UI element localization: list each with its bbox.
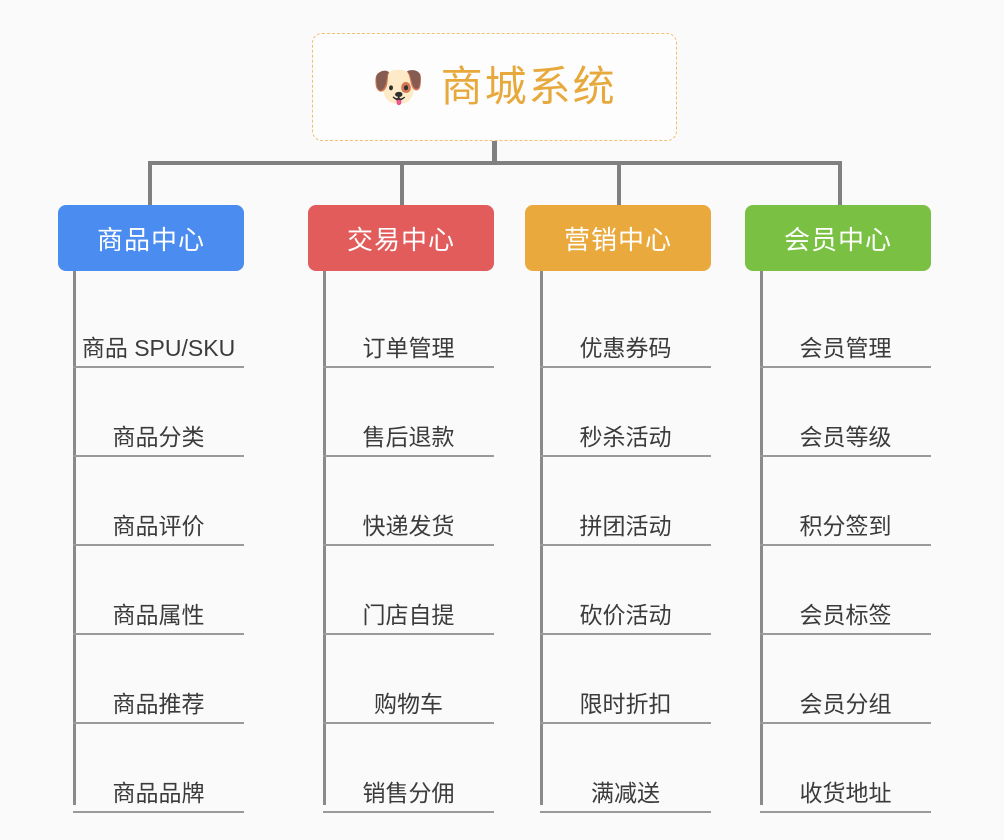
branch-column-member-center: 会员中心 会员管理 会员等级 积分签到 会员标签 会员分组 收货地址 <box>745 205 931 813</box>
leaf-label: 销售分佣 <box>362 779 455 806</box>
branch-header-label: 商品中心 <box>96 224 205 255</box>
leaf-label: 商品分类 <box>112 423 205 450</box>
branch-item-list: 商品 SPU/SKU 商品分类 商品评价 商品属性 商品推荐 商品品牌 <box>73 271 244 813</box>
leaf-label: 商品属性 <box>112 601 205 628</box>
leaf-label: 拼团活动 <box>579 512 672 539</box>
branch-item-list: 订单管理 售后退款 快递发货 门店自提 购物车 销售分佣 <box>323 271 494 813</box>
leaf-label: 会员管理 <box>799 334 892 361</box>
root-node[interactable]: 🐶 商城系统 <box>312 33 677 141</box>
leaf-item[interactable]: 会员标签 <box>760 546 931 635</box>
leaf-item[interactable]: 商品属性 <box>73 546 244 635</box>
connector-drop-branch-1 <box>400 161 404 207</box>
leaf-label: 积分签到 <box>799 512 892 539</box>
leaf-label: 售后退款 <box>362 423 455 450</box>
branch-header-label: 会员中心 <box>783 224 892 255</box>
leaf-label: 购物车 <box>374 690 443 717</box>
branch-header-member-center[interactable]: 会员中心 <box>745 205 931 271</box>
branch-header-label: 营销中心 <box>563 224 672 255</box>
leaf-item[interactable]: 购物车 <box>323 635 494 724</box>
connector-drop-branch-0 <box>148 161 152 207</box>
connector-drop-branch-2 <box>617 161 621 207</box>
leaf-label: 满减送 <box>591 779 660 806</box>
leaf-item[interactable]: 拼团活动 <box>540 457 711 546</box>
leaf-item[interactable]: 商品推荐 <box>73 635 244 724</box>
leaf-label: 商品推荐 <box>112 690 205 717</box>
leaf-item[interactable]: 满减送 <box>540 724 711 813</box>
leaf-item[interactable]: 商品分类 <box>73 368 244 457</box>
branch-header-trade-center[interactable]: 交易中心 <box>308 205 494 271</box>
leaf-item[interactable]: 订单管理 <box>323 279 494 368</box>
branch-column-product-center: 商品中心 商品 SPU/SKU 商品分类 商品评价 商品属性 商品推荐 商品品牌 <box>58 205 244 813</box>
branch-column-marketing-center: 营销中心 优惠券码 秒杀活动 拼团活动 砍价活动 限时折扣 满减送 <box>525 205 711 813</box>
branch-column-trade-center: 交易中心 订单管理 售后退款 快递发货 门店自提 购物车 销售分佣 <box>308 205 494 813</box>
leaf-label: 商品品牌 <box>112 779 205 806</box>
dog-face-icon: 🐶 <box>372 63 425 110</box>
leaf-item[interactable]: 售后退款 <box>323 368 494 457</box>
leaf-label: 会员标签 <box>799 601 892 628</box>
leaf-label: 秒杀活动 <box>579 423 672 450</box>
leaf-item[interactable]: 会员分组 <box>760 635 931 724</box>
leaf-item[interactable]: 商品评价 <box>73 457 244 546</box>
leaf-label: 商品 SPU/SKU <box>81 334 236 361</box>
leaf-item[interactable]: 商品 SPU/SKU <box>73 279 244 368</box>
connector-drop-branch-3 <box>838 161 842 207</box>
leaf-label: 订单管理 <box>362 334 455 361</box>
branch-rail <box>73 271 76 805</box>
leaf-label: 收货地址 <box>799 779 892 806</box>
branch-rail <box>760 271 763 805</box>
branch-header-label: 交易中心 <box>346 224 455 255</box>
branch-rail <box>540 271 543 805</box>
leaf-item[interactable]: 限时折扣 <box>540 635 711 724</box>
leaf-item[interactable]: 秒杀活动 <box>540 368 711 457</box>
leaf-label: 优惠券码 <box>579 334 672 361</box>
connector-trunk <box>148 161 842 165</box>
branch-header-product-center[interactable]: 商品中心 <box>58 205 244 271</box>
leaf-label: 门店自提 <box>362 601 455 628</box>
leaf-item[interactable]: 积分签到 <box>760 457 931 546</box>
leaf-item[interactable]: 砍价活动 <box>540 546 711 635</box>
root-title: 商城系统 <box>440 63 617 110</box>
branch-rail <box>323 271 326 805</box>
leaf-item[interactable]: 快递发货 <box>323 457 494 546</box>
branch-item-list: 优惠券码 秒杀活动 拼团活动 砍价活动 限时折扣 满减送 <box>540 271 711 813</box>
leaf-label: 会员等级 <box>799 423 892 450</box>
leaf-item[interactable]: 商品品牌 <box>73 724 244 813</box>
leaf-item[interactable]: 会员等级 <box>760 368 931 457</box>
leaf-item[interactable]: 优惠券码 <box>540 279 711 368</box>
leaf-item[interactable]: 会员管理 <box>760 279 931 368</box>
branch-item-list: 会员管理 会员等级 积分签到 会员标签 会员分组 收货地址 <box>760 271 931 813</box>
connector-root-stem <box>492 141 497 165</box>
leaf-label: 商品评价 <box>112 512 205 539</box>
branch-header-marketing-center[interactable]: 营销中心 <box>525 205 711 271</box>
leaf-item[interactable]: 门店自提 <box>323 546 494 635</box>
leaf-label: 会员分组 <box>799 690 892 717</box>
leaf-item[interactable]: 销售分佣 <box>323 724 494 813</box>
leaf-label: 快递发货 <box>362 512 455 539</box>
leaf-label: 砍价活动 <box>579 601 672 628</box>
leaf-item[interactable]: 收货地址 <box>760 724 931 813</box>
leaf-label: 限时折扣 <box>579 690 672 717</box>
